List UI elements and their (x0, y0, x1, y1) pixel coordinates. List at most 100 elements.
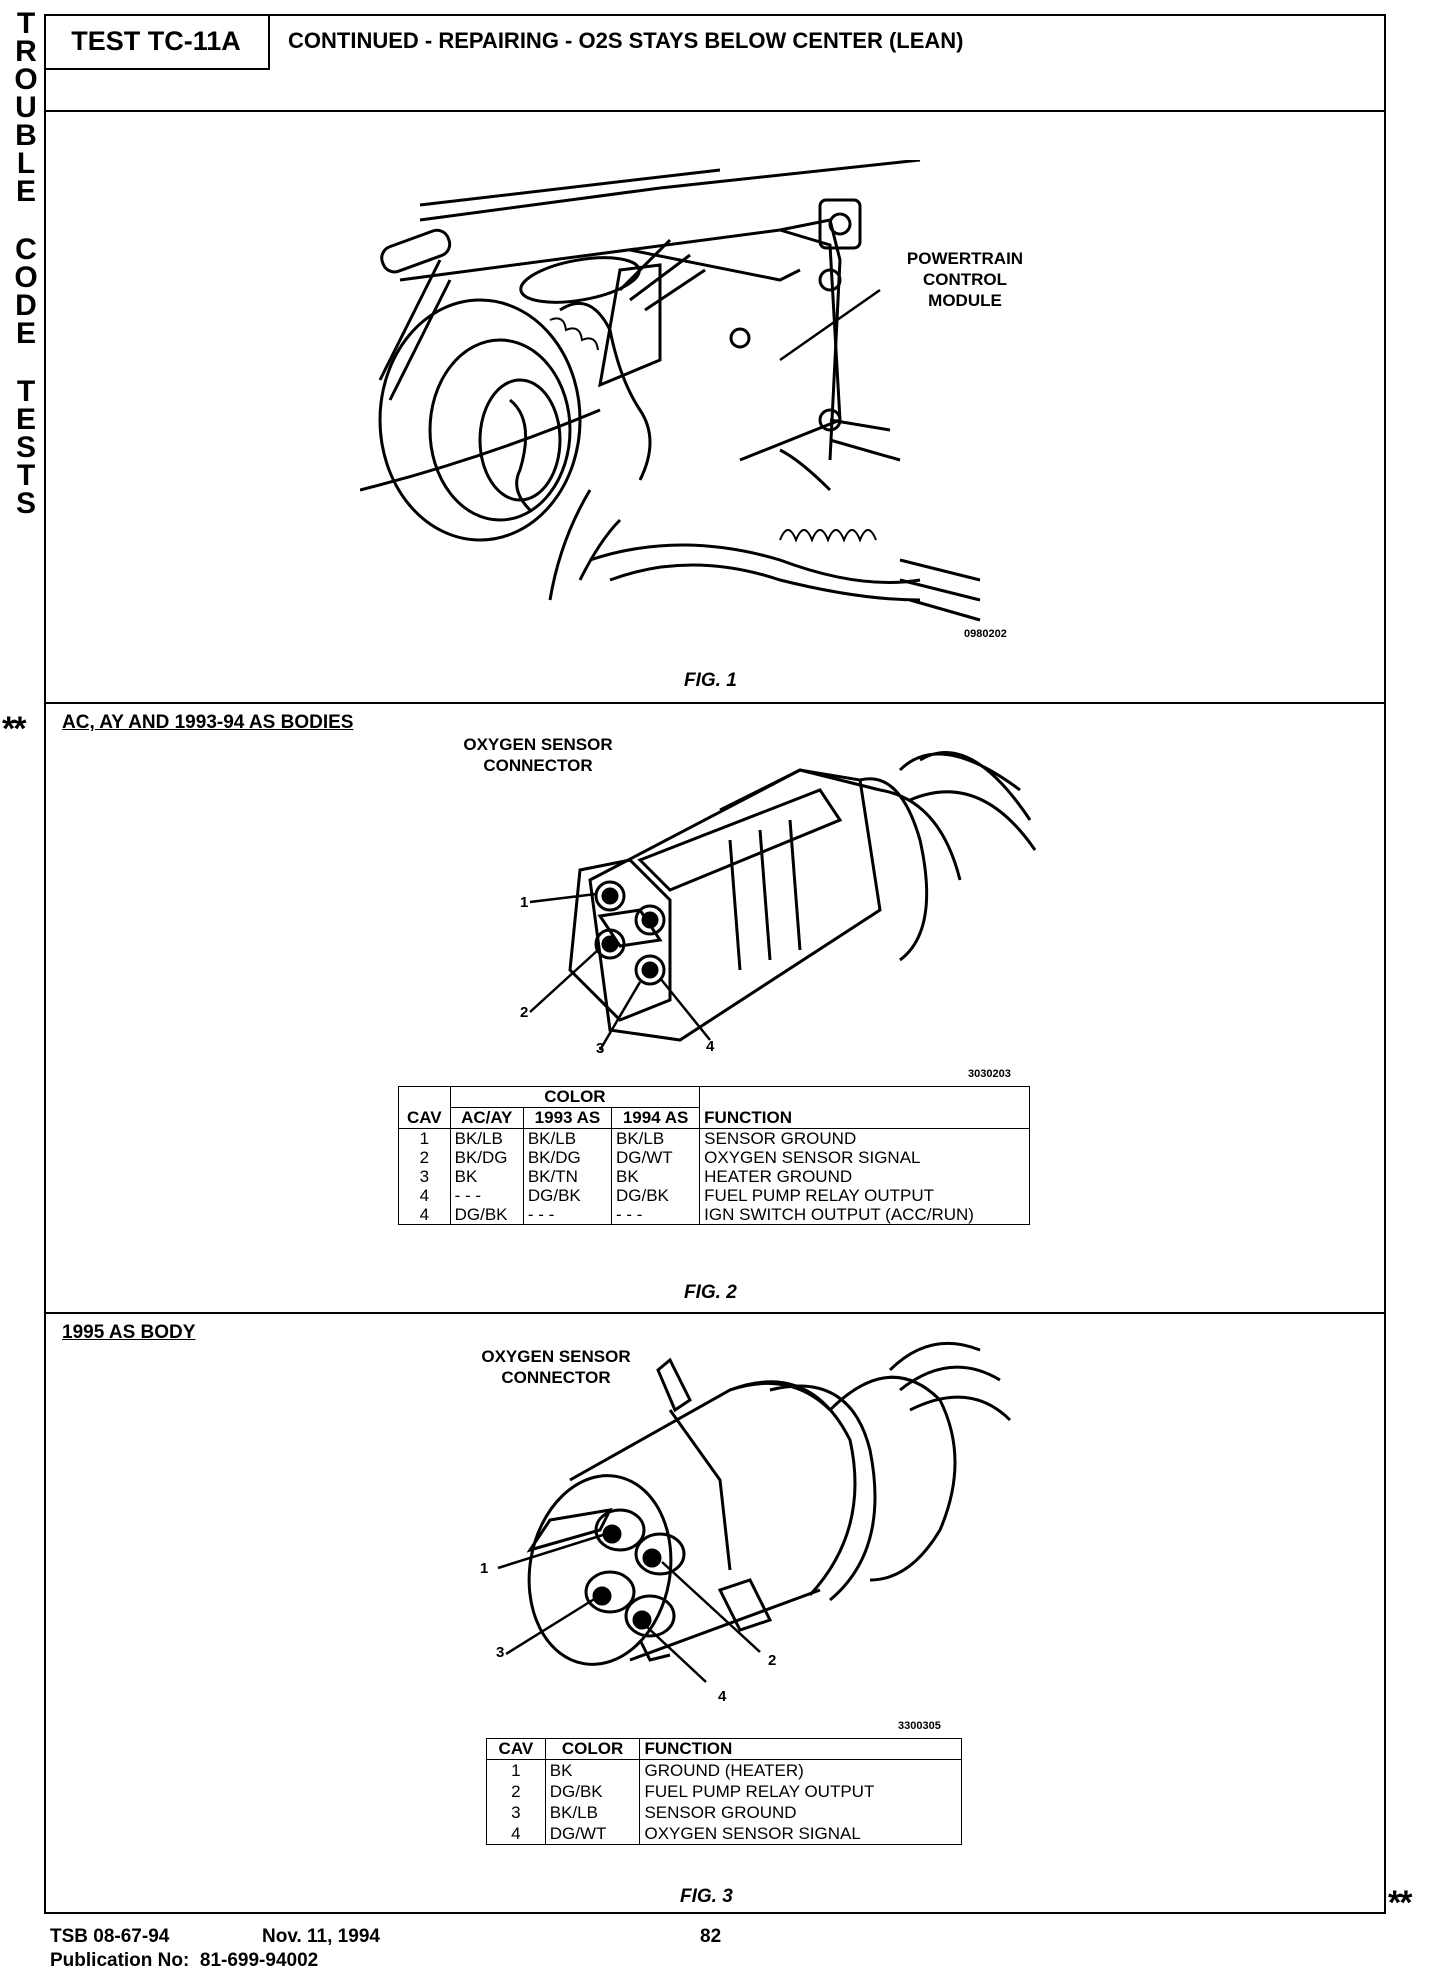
pin-label-4: 4 (718, 1688, 727, 1705)
divider (44, 110, 1386, 112)
tsb-number: TSB 08-67-94 (50, 1926, 170, 1947)
table-cell: FUEL PUMP RELAY OUTPUT (699, 1186, 1030, 1205)
test-id-box: TEST TC-11A (44, 14, 270, 70)
side-letter (6, 206, 46, 236)
pin-label-3: 3 (596, 1040, 605, 1057)
side-letter: E (15, 317, 36, 350)
side-letter: T (16, 459, 36, 492)
table-cell: BK/LB (610, 1128, 701, 1148)
table-cell: 3 (398, 1167, 451, 1186)
table-cell: FUEL PUMP RELAY OUTPUT (639, 1781, 962, 1802)
divider (44, 702, 1386, 704)
pin-label-1: 1 (480, 1560, 489, 1577)
side-letter (6, 348, 46, 378)
table-cell: 4 (398, 1186, 451, 1205)
table-cell: HEATER GROUND (699, 1167, 1030, 1186)
table-cell: 2 (486, 1781, 546, 1802)
side-letter: E (15, 175, 36, 208)
table-cell: OXYGEN SENSOR SIGNAL (699, 1148, 1030, 1167)
table-cell: 4 (398, 1205, 451, 1225)
table-cell: BK/LB (522, 1128, 613, 1148)
table-cell: BK/DG (522, 1148, 613, 1167)
pin-label-2: 2 (520, 1004, 529, 1021)
table-cell: 3 (486, 1802, 546, 1823)
section-title: 1995 AS BODY (62, 1322, 196, 1343)
col-header: 1994 AS (610, 1107, 701, 1129)
table-cell: DG/BK (522, 1186, 613, 1205)
side-letter: S (15, 431, 36, 464)
table-cell: BK/DG (449, 1148, 524, 1167)
table-cell: DG/BK (610, 1186, 701, 1205)
pcm-callout-label: POWERTRAIN CONTROL MODULE (906, 249, 1024, 310)
figure-code: 3030203 (968, 1068, 1011, 1080)
table-cell: DG/BK (449, 1205, 524, 1225)
table-cell: 1 (486, 1759, 546, 1781)
revision-marker-left: ** (2, 710, 27, 748)
side-letter: D (15, 289, 37, 322)
page-number: 82 (700, 1926, 722, 1947)
table-cell: BK/TN (522, 1167, 613, 1186)
side-letter: T (16, 375, 36, 408)
side-letter: R (15, 35, 37, 68)
table-cell: SENSOR GROUND (639, 1802, 962, 1823)
table-cell: 2 (398, 1148, 451, 1167)
publication-number: Publication No: 81-699-94002 (50, 1950, 319, 1971)
col-header: COLOR (544, 1738, 641, 1760)
publication-date: Nov. 11, 1994 (262, 1926, 380, 1947)
side-letter: C (15, 233, 37, 266)
table-cell: BK (610, 1167, 701, 1186)
side-letter: T (16, 7, 36, 40)
side-letter: S (15, 487, 36, 520)
col-header: CAV (486, 1738, 546, 1760)
table-cell: BK (544, 1759, 641, 1781)
col-header: AC/AY (449, 1107, 524, 1129)
pcm-location-illustration (360, 160, 981, 622)
pin-label-4: 4 (706, 1038, 715, 1055)
figure-code: 3300305 (898, 1720, 941, 1732)
table-cell: BK (449, 1167, 524, 1186)
page-frame (44, 14, 1386, 1914)
side-letter: O (14, 261, 38, 294)
color-function-table: COLOR CAV AC/AY 1993 AS 1994 AS FUNCTION… (398, 1086, 1030, 1225)
pin-label-2: 2 (768, 1652, 777, 1669)
figure-caption: FIG. 3 (680, 1886, 733, 1907)
col-header: FUNCTION (639, 1738, 962, 1760)
side-letter: E (15, 403, 36, 436)
header-title: CONTINUED - REPAIRING - O2S STAYS BELOW … (288, 28, 964, 53)
divider (44, 1312, 1386, 1314)
table-cell: - - - (522, 1205, 613, 1225)
table-cell: 1 (398, 1128, 451, 1148)
connector-label: OXYGEN SENSOR CONNECTOR (463, 735, 613, 775)
table-cell: IGN SWITCH OUTPUT (ACC/RUN) (699, 1205, 1030, 1225)
table-cell: DG/WT (610, 1148, 701, 1167)
round-connector-illustration (497, 1341, 1012, 1683)
table-cell: GROUND (HEATER) (639, 1759, 962, 1781)
four-pin-connector-illustration (529, 751, 1037, 1051)
table-cell: SENSOR GROUND (699, 1128, 1030, 1148)
table-cell: DG/BK (544, 1781, 641, 1802)
revision-marker-right: ** (1388, 1884, 1413, 1922)
side-letter: L (16, 147, 36, 180)
side-letter: O (14, 63, 38, 96)
figure-caption: FIG. 1 (684, 670, 737, 691)
figure-caption: FIG. 2 (684, 1282, 737, 1303)
table-cell: - - - (449, 1186, 524, 1205)
pin-label-3: 3 (496, 1644, 505, 1661)
connector-label: OXYGEN SENSOR CONNECTOR (481, 1347, 631, 1387)
side-letter: U (15, 91, 37, 124)
color-group-header: COLOR (449, 1086, 701, 1108)
col-header: FUNCTION (699, 1107, 1030, 1129)
col-header: 1993 AS (522, 1107, 613, 1129)
col-header: CAV (398, 1107, 451, 1129)
table-cell: - - - (610, 1205, 701, 1225)
